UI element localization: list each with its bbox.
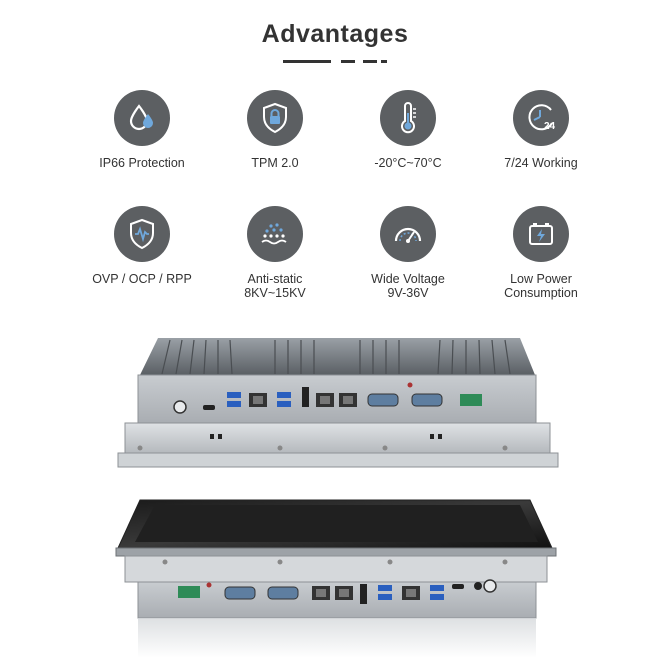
- feature-protection: OVP / OCP / RPP: [67, 206, 217, 286]
- shield-wave-icon: [114, 206, 170, 262]
- feature-antistatic: Anti-static 8KV~15KV: [200, 206, 350, 300]
- feature-label: OVP / OCP / RPP: [92, 272, 192, 286]
- thermometer-icon: [380, 90, 436, 146]
- feature-label: Low Power Consumption: [504, 272, 578, 300]
- static-dots-icon: [247, 206, 303, 262]
- battery-icon: [513, 206, 569, 262]
- front-io-ports: [178, 579, 497, 604]
- page-title: Advantages: [261, 20, 409, 48]
- title-underline-dash-1: [341, 60, 355, 63]
- rear-io-ports: [173, 382, 482, 414]
- device-front-view: [110, 490, 560, 665]
- feature-label: -20°C~70°C: [374, 156, 442, 170]
- water-drop-icon: [114, 90, 170, 146]
- gauge-icon: [380, 206, 436, 262]
- feature-label: IP66 Protection: [99, 156, 185, 170]
- svg-text:24: 24: [544, 121, 556, 132]
- device-rear-view: [110, 330, 560, 475]
- feature-tpm: TPM 2.0: [200, 90, 350, 170]
- title-underline-dash-2: [363, 60, 377, 63]
- heatsink-fins: [140, 338, 535, 375]
- title-underline-long: [283, 60, 331, 63]
- feature-ip66: IP66 Protection: [67, 90, 217, 170]
- feature-temperature: -20°C~70°C: [333, 90, 483, 170]
- feature-label: Anti-static 8KV~15KV: [244, 272, 306, 300]
- feature-label: Wide Voltage 9V-36V: [371, 272, 445, 300]
- lock-shield-icon: [247, 90, 303, 146]
- feature-label: TPM 2.0: [251, 156, 299, 170]
- feature-label: 7/24 Working: [504, 156, 578, 170]
- clock-24-icon: 24: [513, 90, 569, 146]
- feature-247: 24 7/24 Working: [466, 90, 616, 170]
- feature-low-power: Low Power Consumption: [466, 206, 616, 300]
- feature-wide-voltage: Wide Voltage 9V-36V: [333, 206, 483, 300]
- title-underline-dash-3: [381, 60, 387, 63]
